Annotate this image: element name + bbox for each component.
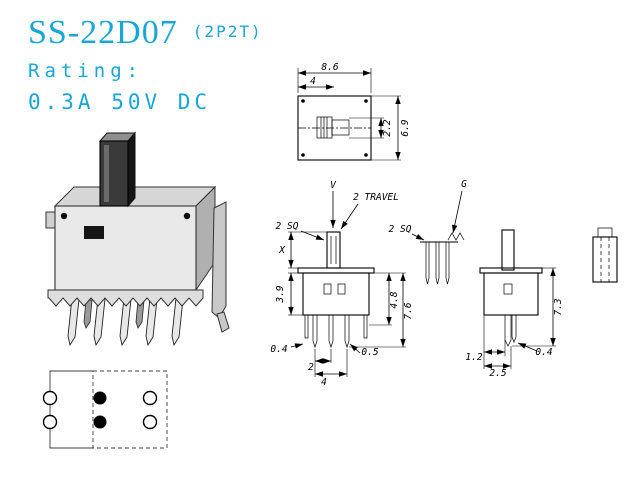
pin xyxy=(93,297,106,347)
pictorial-drawing xyxy=(45,131,230,347)
dim-label: 4 xyxy=(321,377,327,388)
pcb-hole-open xyxy=(142,414,158,430)
dim-label: 4.8 xyxy=(389,291,400,308)
dim-label: 2 xyxy=(308,362,314,373)
dim-label: 0.4 xyxy=(535,347,552,358)
side-view-drawing: 7.3 0.4 1.2 2.5 xyxy=(465,229,564,379)
dim-label: 3.9 xyxy=(275,285,286,303)
dim-label: 1.2 xyxy=(465,352,482,363)
dim-label: G xyxy=(461,179,467,190)
rating-label: Rating: xyxy=(28,60,144,82)
dim-label: 2.5 xyxy=(489,368,506,379)
rivet xyxy=(183,212,191,220)
dim-label: 2.2 xyxy=(382,119,393,136)
rating-value: 0.3A 50V DC xyxy=(28,90,212,114)
pcb-hole-open xyxy=(142,390,158,406)
part-number: SS-22D07 xyxy=(28,14,178,51)
dim-label: 0.4 xyxy=(270,344,287,355)
variant-label: (2P2T) xyxy=(192,22,263,41)
dim-label: 0.5 xyxy=(361,347,378,358)
body-front-face xyxy=(54,205,197,291)
pcb-hole-open xyxy=(42,414,58,430)
terminal-detail-drawing: 2 SQ G xyxy=(389,179,467,285)
dim-label: 6.9 xyxy=(400,119,411,136)
front-view-drawing: V 2 TRAVEL 2 SQ X 3.9 4.8 xyxy=(270,180,414,388)
dim-label: X xyxy=(278,245,286,256)
body-side-face xyxy=(195,185,216,292)
knob-end-view-drawing xyxy=(592,227,618,283)
body-slot xyxy=(84,226,104,239)
dim-label: 2 SQ xyxy=(276,221,299,232)
top-view-drawing: 8.6 4 2.2 6.9 xyxy=(297,62,411,161)
dim-label: 7.3 xyxy=(553,298,564,315)
dim-label: 2 SQ xyxy=(389,224,412,235)
dim-label: 8.6 xyxy=(321,62,338,73)
dim-label: V xyxy=(330,180,337,191)
title-row: SS-22D07 (2P2T) xyxy=(28,14,263,52)
slider-knob-top xyxy=(316,116,350,139)
pcb-layout-drawing xyxy=(42,370,168,449)
pcb-hole-filled xyxy=(93,391,107,405)
left-ear xyxy=(45,211,56,229)
knob-3d xyxy=(98,131,137,208)
pcb-hole-filled xyxy=(93,415,107,429)
pcb-hole-open xyxy=(42,390,58,406)
dim-label: 7.6 xyxy=(403,302,414,319)
mounting-bracket xyxy=(211,201,227,319)
pin xyxy=(83,299,93,329)
contact-spring xyxy=(447,232,465,241)
bracket-foot xyxy=(216,311,230,333)
rivet xyxy=(60,212,68,220)
dim-label: 4 xyxy=(310,76,316,87)
serrated-base xyxy=(47,289,204,307)
dim-label: 2 TRAVEL xyxy=(353,192,399,203)
